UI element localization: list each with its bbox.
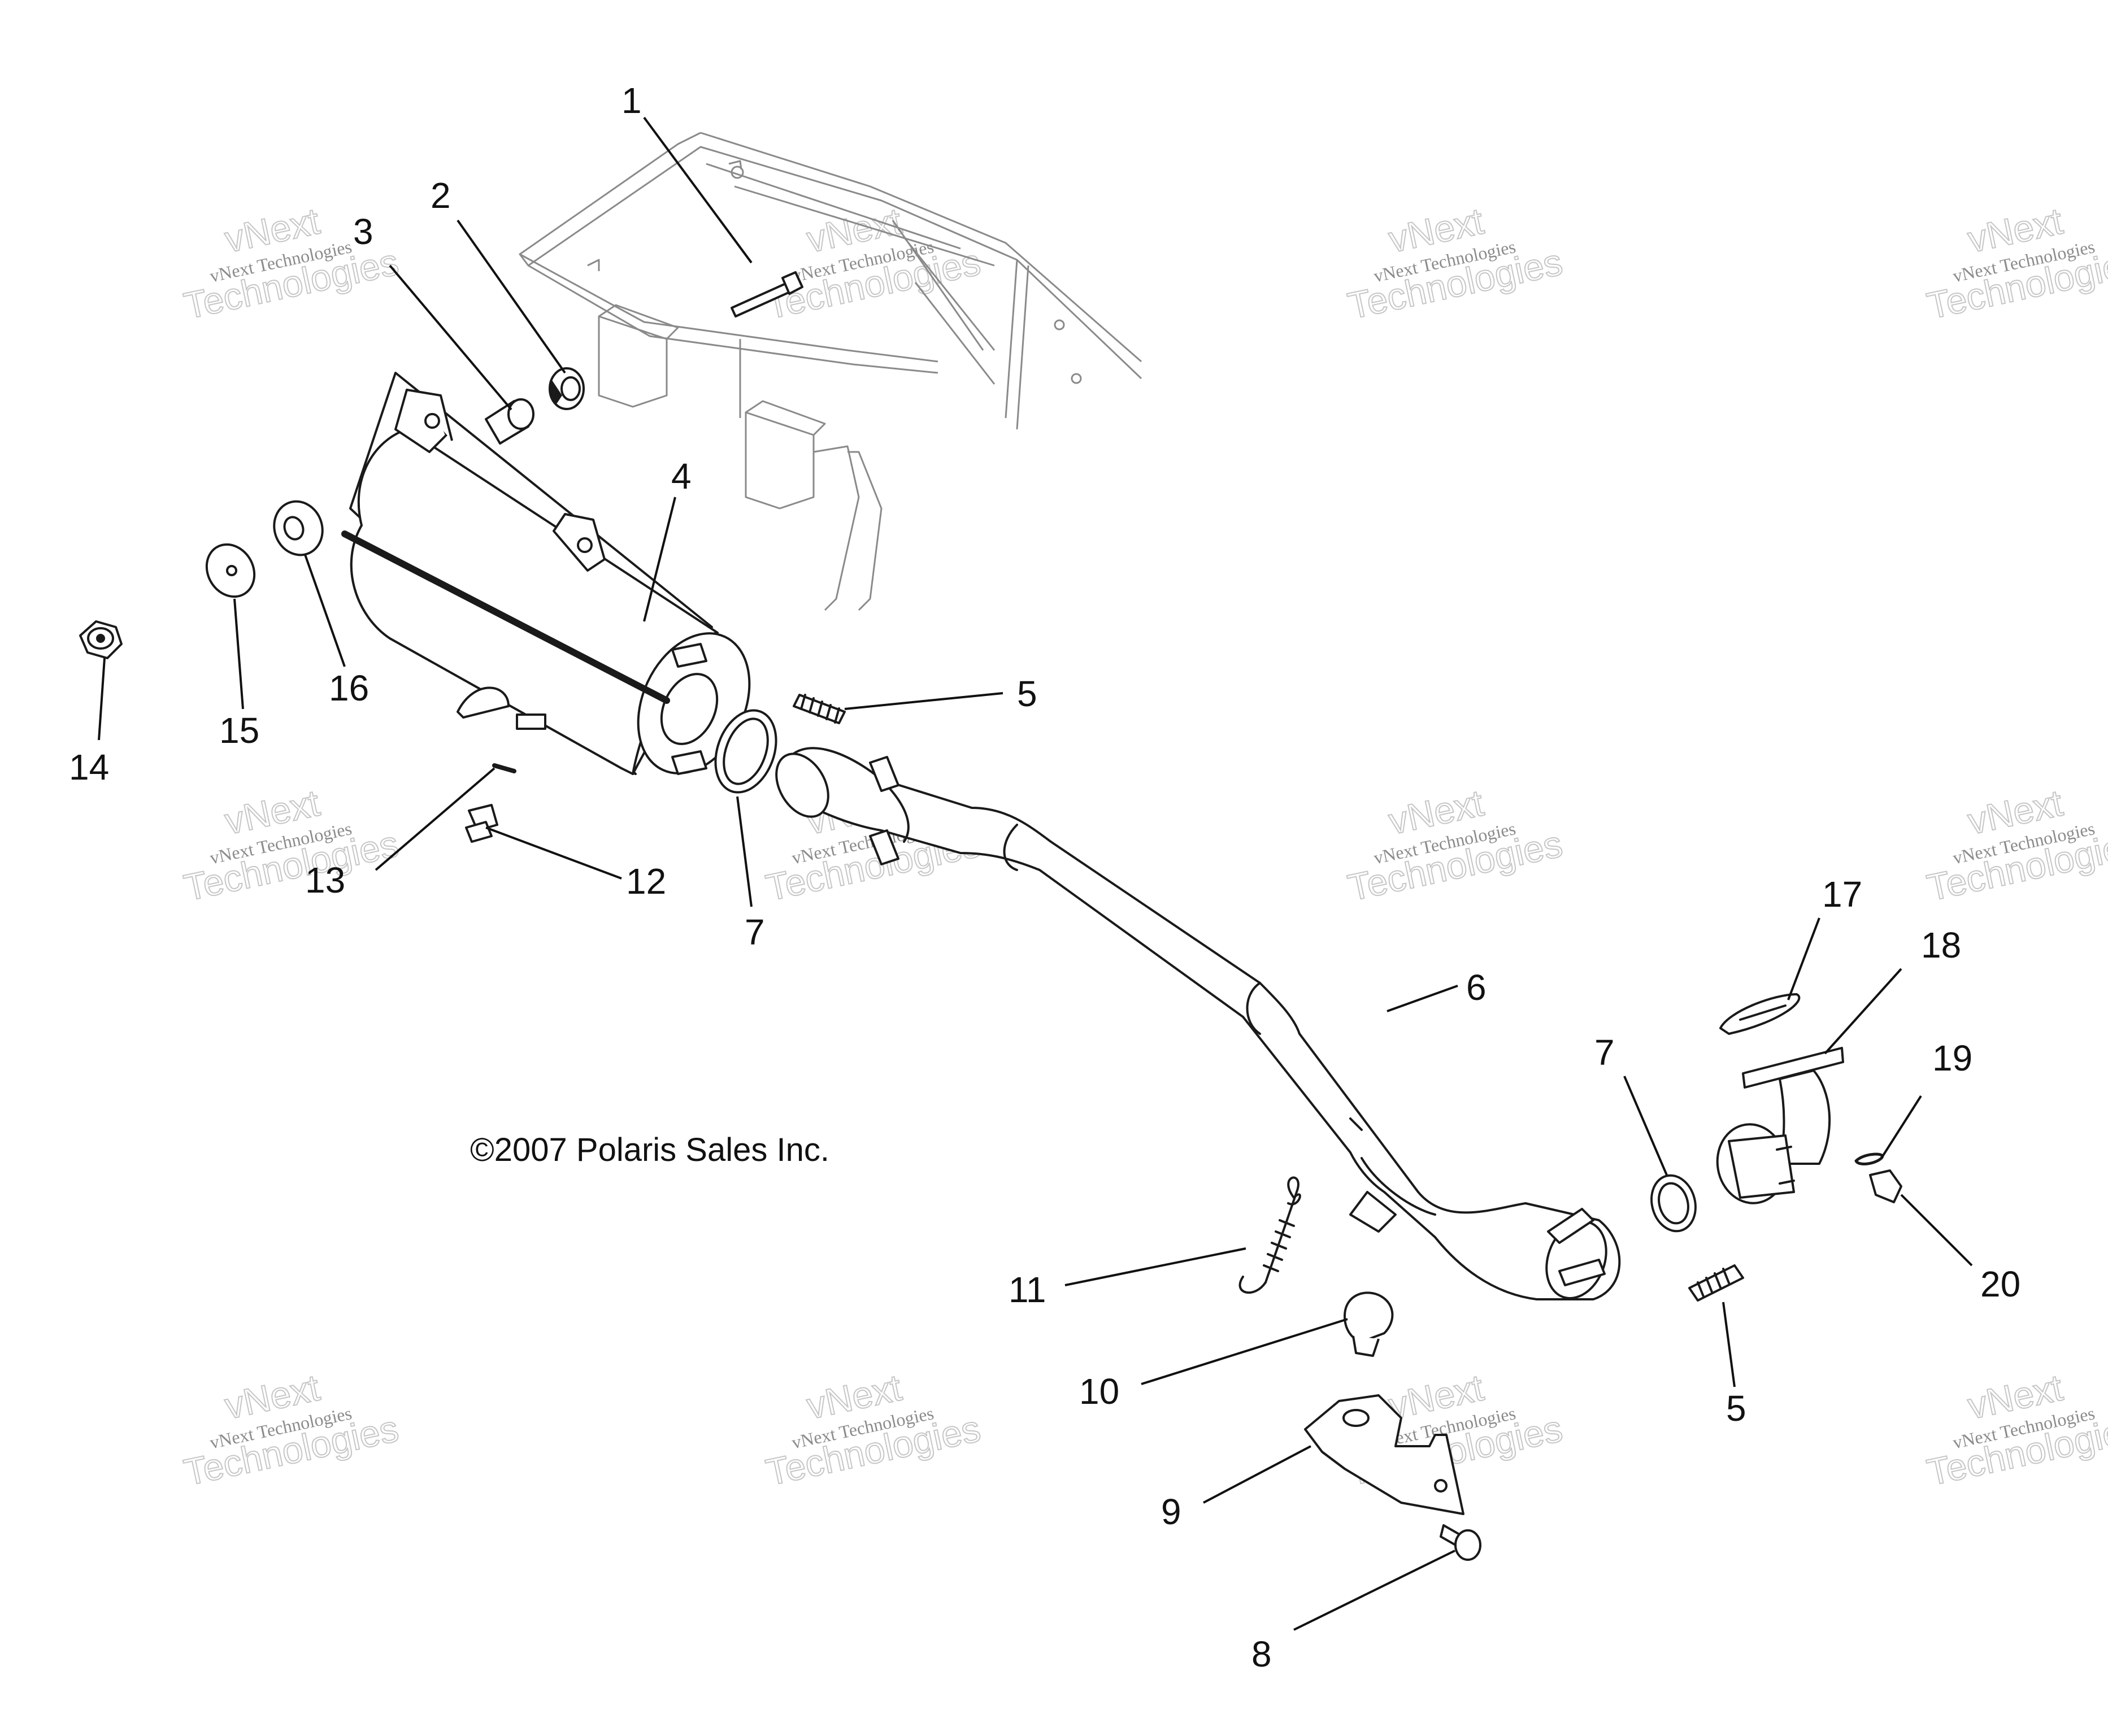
- callout-9: 9: [1161, 1491, 1181, 1532]
- spring-part-5-upper: [793, 694, 846, 724]
- callout-4: 4: [671, 456, 692, 497]
- sleeve-part-3: [485, 398, 534, 445]
- callout-11: 11: [1009, 1269, 1046, 1310]
- callout-20: 20: [1980, 1264, 2020, 1304]
- grommet-part-2: [549, 367, 585, 410]
- nut-part-14: [79, 620, 123, 659]
- bolt-part-1: [731, 271, 803, 317]
- callout-2: 2: [431, 175, 451, 216]
- spring-part-5-lower: [1688, 1264, 1744, 1302]
- callout-10: 10: [1079, 1371, 1119, 1412]
- vehicle-frame: [519, 132, 1142, 611]
- spring-part-11: [1238, 1176, 1301, 1294]
- washer-part-15: [205, 543, 256, 598]
- oring-part-19: [1854, 1152, 1884, 1165]
- callout-18: 18: [1921, 925, 1961, 965]
- copyright-notice: ©2007 Polaris Sales Inc.: [470, 1132, 829, 1168]
- bracket-part-9: [1304, 1394, 1464, 1515]
- callout-13: 13: [305, 860, 345, 900]
- callout-7b: 7: [1594, 1032, 1615, 1073]
- gasket-part-7-lower: [1650, 1174, 1697, 1233]
- callout-7a: 7: [745, 912, 765, 952]
- plug-part-10: [1344, 1291, 1394, 1357]
- callout-12: 12: [626, 861, 666, 902]
- gasket-part-17: [1719, 993, 1801, 1035]
- callout-5b: 5: [1726, 1388, 1746, 1429]
- screw-part-8: [1440, 1524, 1481, 1561]
- callout-6: 6: [1466, 967, 1487, 1008]
- header-part-18: [1716, 1047, 1844, 1204]
- callout-16: 16: [329, 668, 369, 708]
- callout-17: 17: [1822, 874, 1862, 915]
- leader-lines: [98, 116, 1973, 1631]
- callout-3: 3: [353, 211, 373, 252]
- callout-1: 1: [621, 80, 642, 121]
- callout-8: 8: [1251, 1634, 1272, 1674]
- callout-19: 19: [1932, 1038, 1972, 1078]
- callout-labels: 1 2 3 4 5 5 6 7 7 8 9 10 11 12 13 14 15 …: [69, 80, 2020, 1674]
- callout-15: 15: [219, 710, 259, 751]
- head-pipe-part-6: [775, 747, 1621, 1300]
- callout-5a: 5: [1017, 673, 1037, 714]
- muffler-part-4: [341, 372, 751, 775]
- pin-part-13: [492, 763, 516, 773]
- cap-part-20: [1869, 1169, 1902, 1203]
- clip-part-12: [465, 804, 498, 843]
- gasket-part-7-upper: [714, 709, 777, 794]
- grommet-part-16: [273, 500, 324, 556]
- callout-14: 14: [69, 747, 109, 787]
